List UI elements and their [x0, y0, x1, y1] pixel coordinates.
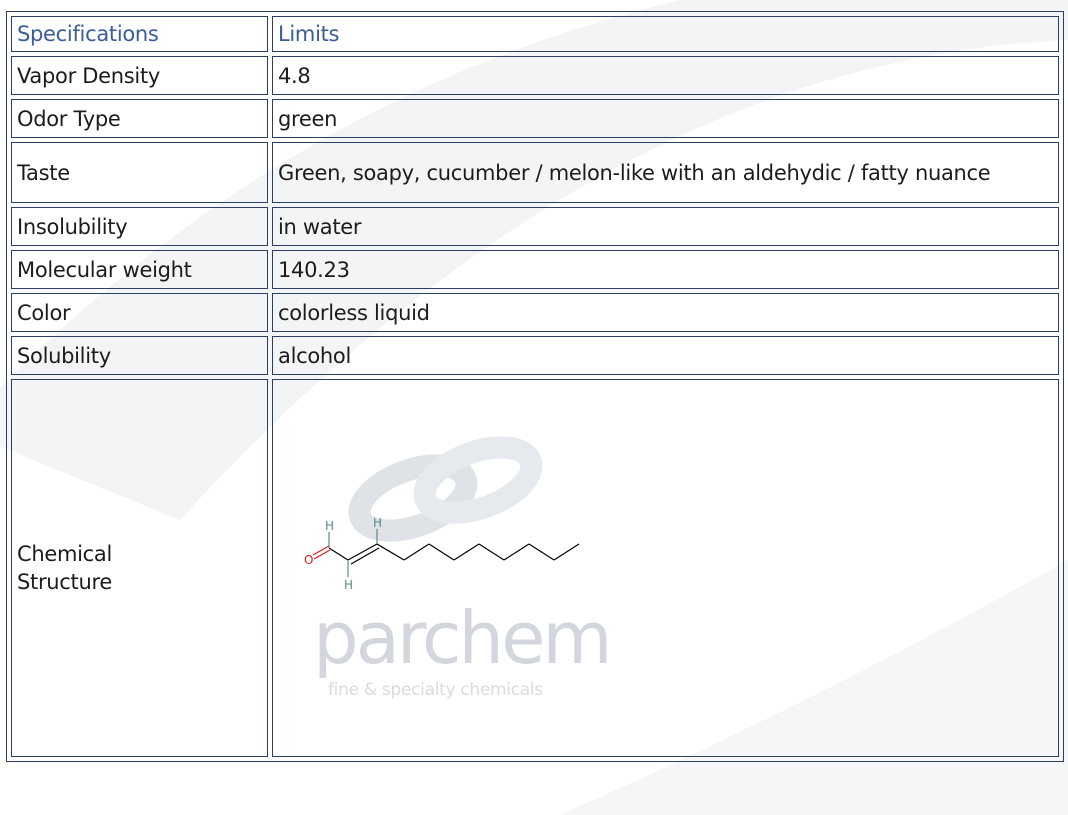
- table-row-odor-type: Odor Type green: [11, 99, 1059, 138]
- row-label: Molecular weight: [11, 250, 268, 289]
- chemical-structure-drawing: parchem fine & specialty chemicals: [304, 436, 613, 700]
- watermark-brand: parchem: [313, 596, 610, 680]
- row-label: Insolubility: [11, 207, 268, 246]
- row-value: 140.23: [272, 250, 1059, 289]
- header-limits: Limits: [272, 16, 1059, 52]
- row-label: Solubility: [11, 336, 268, 375]
- row-value: green: [272, 99, 1059, 138]
- table-row-insolubility: Insolubility in water: [11, 207, 1059, 246]
- row-label: Vapor Density: [11, 56, 268, 95]
- row-label: Chemical Structure: [11, 379, 268, 757]
- row-label: Taste: [11, 142, 268, 203]
- atom-hydrogen-c3: H: [373, 516, 382, 530]
- table-row-vapor-density: Vapor Density 4.8: [11, 56, 1059, 95]
- table-row-color: Color colorless liquid: [11, 293, 1059, 332]
- row-value: in water: [272, 207, 1059, 246]
- atom-hydrogen-aldehyde: H: [325, 519, 334, 533]
- row-label: Odor Type: [11, 99, 268, 138]
- header-specifications: Specifications: [11, 16, 268, 52]
- row-label: Color: [11, 293, 268, 332]
- atom-oxygen: O: [304, 553, 313, 567]
- table-row-taste: Taste Green, soapy, cucumber / melon-lik…: [11, 142, 1059, 203]
- specifications-table: Specifications Limits Vapor Density 4.8 …: [6, 11, 1064, 762]
- row-value: alcohol: [272, 336, 1059, 375]
- table-header-row: Specifications Limits: [11, 16, 1059, 52]
- row-value: Green, soapy, cucumber / melon-like with…: [272, 142, 1059, 203]
- watermark-tagline: fine & specialty chemicals: [328, 680, 543, 700]
- row-value: colorless liquid: [272, 293, 1059, 332]
- table-row-solubility: Solubility alcohol: [11, 336, 1059, 375]
- table-row-molecular-weight: Molecular weight 140.23: [11, 250, 1059, 289]
- table-row-chemical-structure: Chemical Structure parchem fine & specia…: [11, 379, 1059, 757]
- atom-hydrogen-c2: H: [344, 578, 353, 592]
- chemical-structure-cell: parchem fine & specialty chemicals: [272, 379, 1059, 757]
- row-value: 4.8: [272, 56, 1059, 95]
- molecule-trans-2-nonenal: [312, 529, 580, 577]
- parchem-logo-watermark: parchem fine & specialty chemicals: [313, 436, 613, 700]
